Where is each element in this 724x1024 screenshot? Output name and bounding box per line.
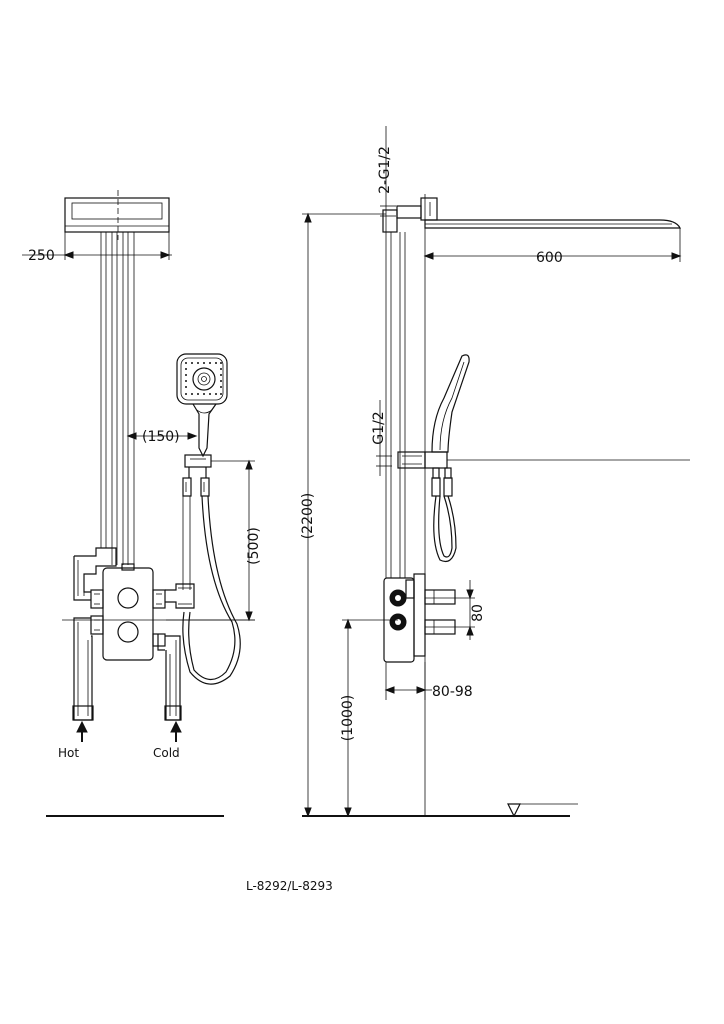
front-view: 250 (150) [22, 190, 262, 817]
side-inlet-dimension: G1/2 [371, 400, 392, 476]
overall-height-dimension: (2200) [300, 212, 386, 818]
model-number: L-8292/L-8293 [246, 879, 333, 893]
overall-height-dim-label: (2200) [300, 493, 316, 540]
cold-supply-pipe [157, 634, 182, 721]
cold-arrow [170, 720, 182, 742]
valve-spacing-dimension: 80 [466, 580, 486, 640]
handset-height-dim-label: (500) [246, 527, 262, 565]
valve-height-dimension: (1000) [340, 618, 398, 818]
hand-shower-supply-pipe [182, 496, 191, 590]
projection-dim-label: 600 [536, 250, 563, 266]
top-arm-connection [382, 197, 438, 233]
hand-shower-front [176, 353, 228, 458]
hot-label: Hot [58, 746, 79, 760]
riser-pipes [100, 232, 135, 565]
spray-nozzles [185, 362, 222, 395]
hose-side [433, 495, 457, 563]
side-view: 2-G1/2 600 [300, 126, 690, 818]
valve-spacing-dim-label: 80 [470, 604, 486, 622]
width-dimension: 250 [22, 232, 172, 264]
width-dim-label: 250 [28, 248, 55, 264]
side-inlet-dim-label: G1/2 [371, 411, 387, 444]
offset-dim-label: (150) [142, 429, 180, 445]
wall-outlet-side [397, 451, 690, 497]
valve-depth-dim-label: 80-98 [432, 684, 473, 700]
hose-front [182, 495, 241, 685]
handset-height-dimension: (500) [166, 459, 262, 622]
offset-dimension: (150) [126, 429, 198, 445]
upper-right-plumbing [165, 583, 195, 609]
hot-arrow [76, 720, 88, 742]
thermostatic-valve-side [383, 573, 475, 663]
upper-left-plumbing [73, 547, 117, 601]
top-inlet-dimension: 2-G1/2 [377, 126, 396, 232]
valve-depth-dimension: 80-98 [384, 662, 473, 700]
projection-dimension: 600 [423, 250, 682, 266]
hot-supply-pipe [72, 617, 94, 721]
floor-line-side [302, 803, 578, 818]
cold-label: Cold [153, 746, 180, 760]
hand-shower-holder-front [182, 454, 212, 497]
valve-height-dim-label: (1000) [340, 695, 356, 742]
hand-shower-side [431, 354, 470, 453]
concealed-pipes-side [385, 232, 406, 578]
thermostatic-valve-front [90, 563, 166, 661]
top-inlet-dim-label: 2-G1/2 [377, 146, 393, 194]
